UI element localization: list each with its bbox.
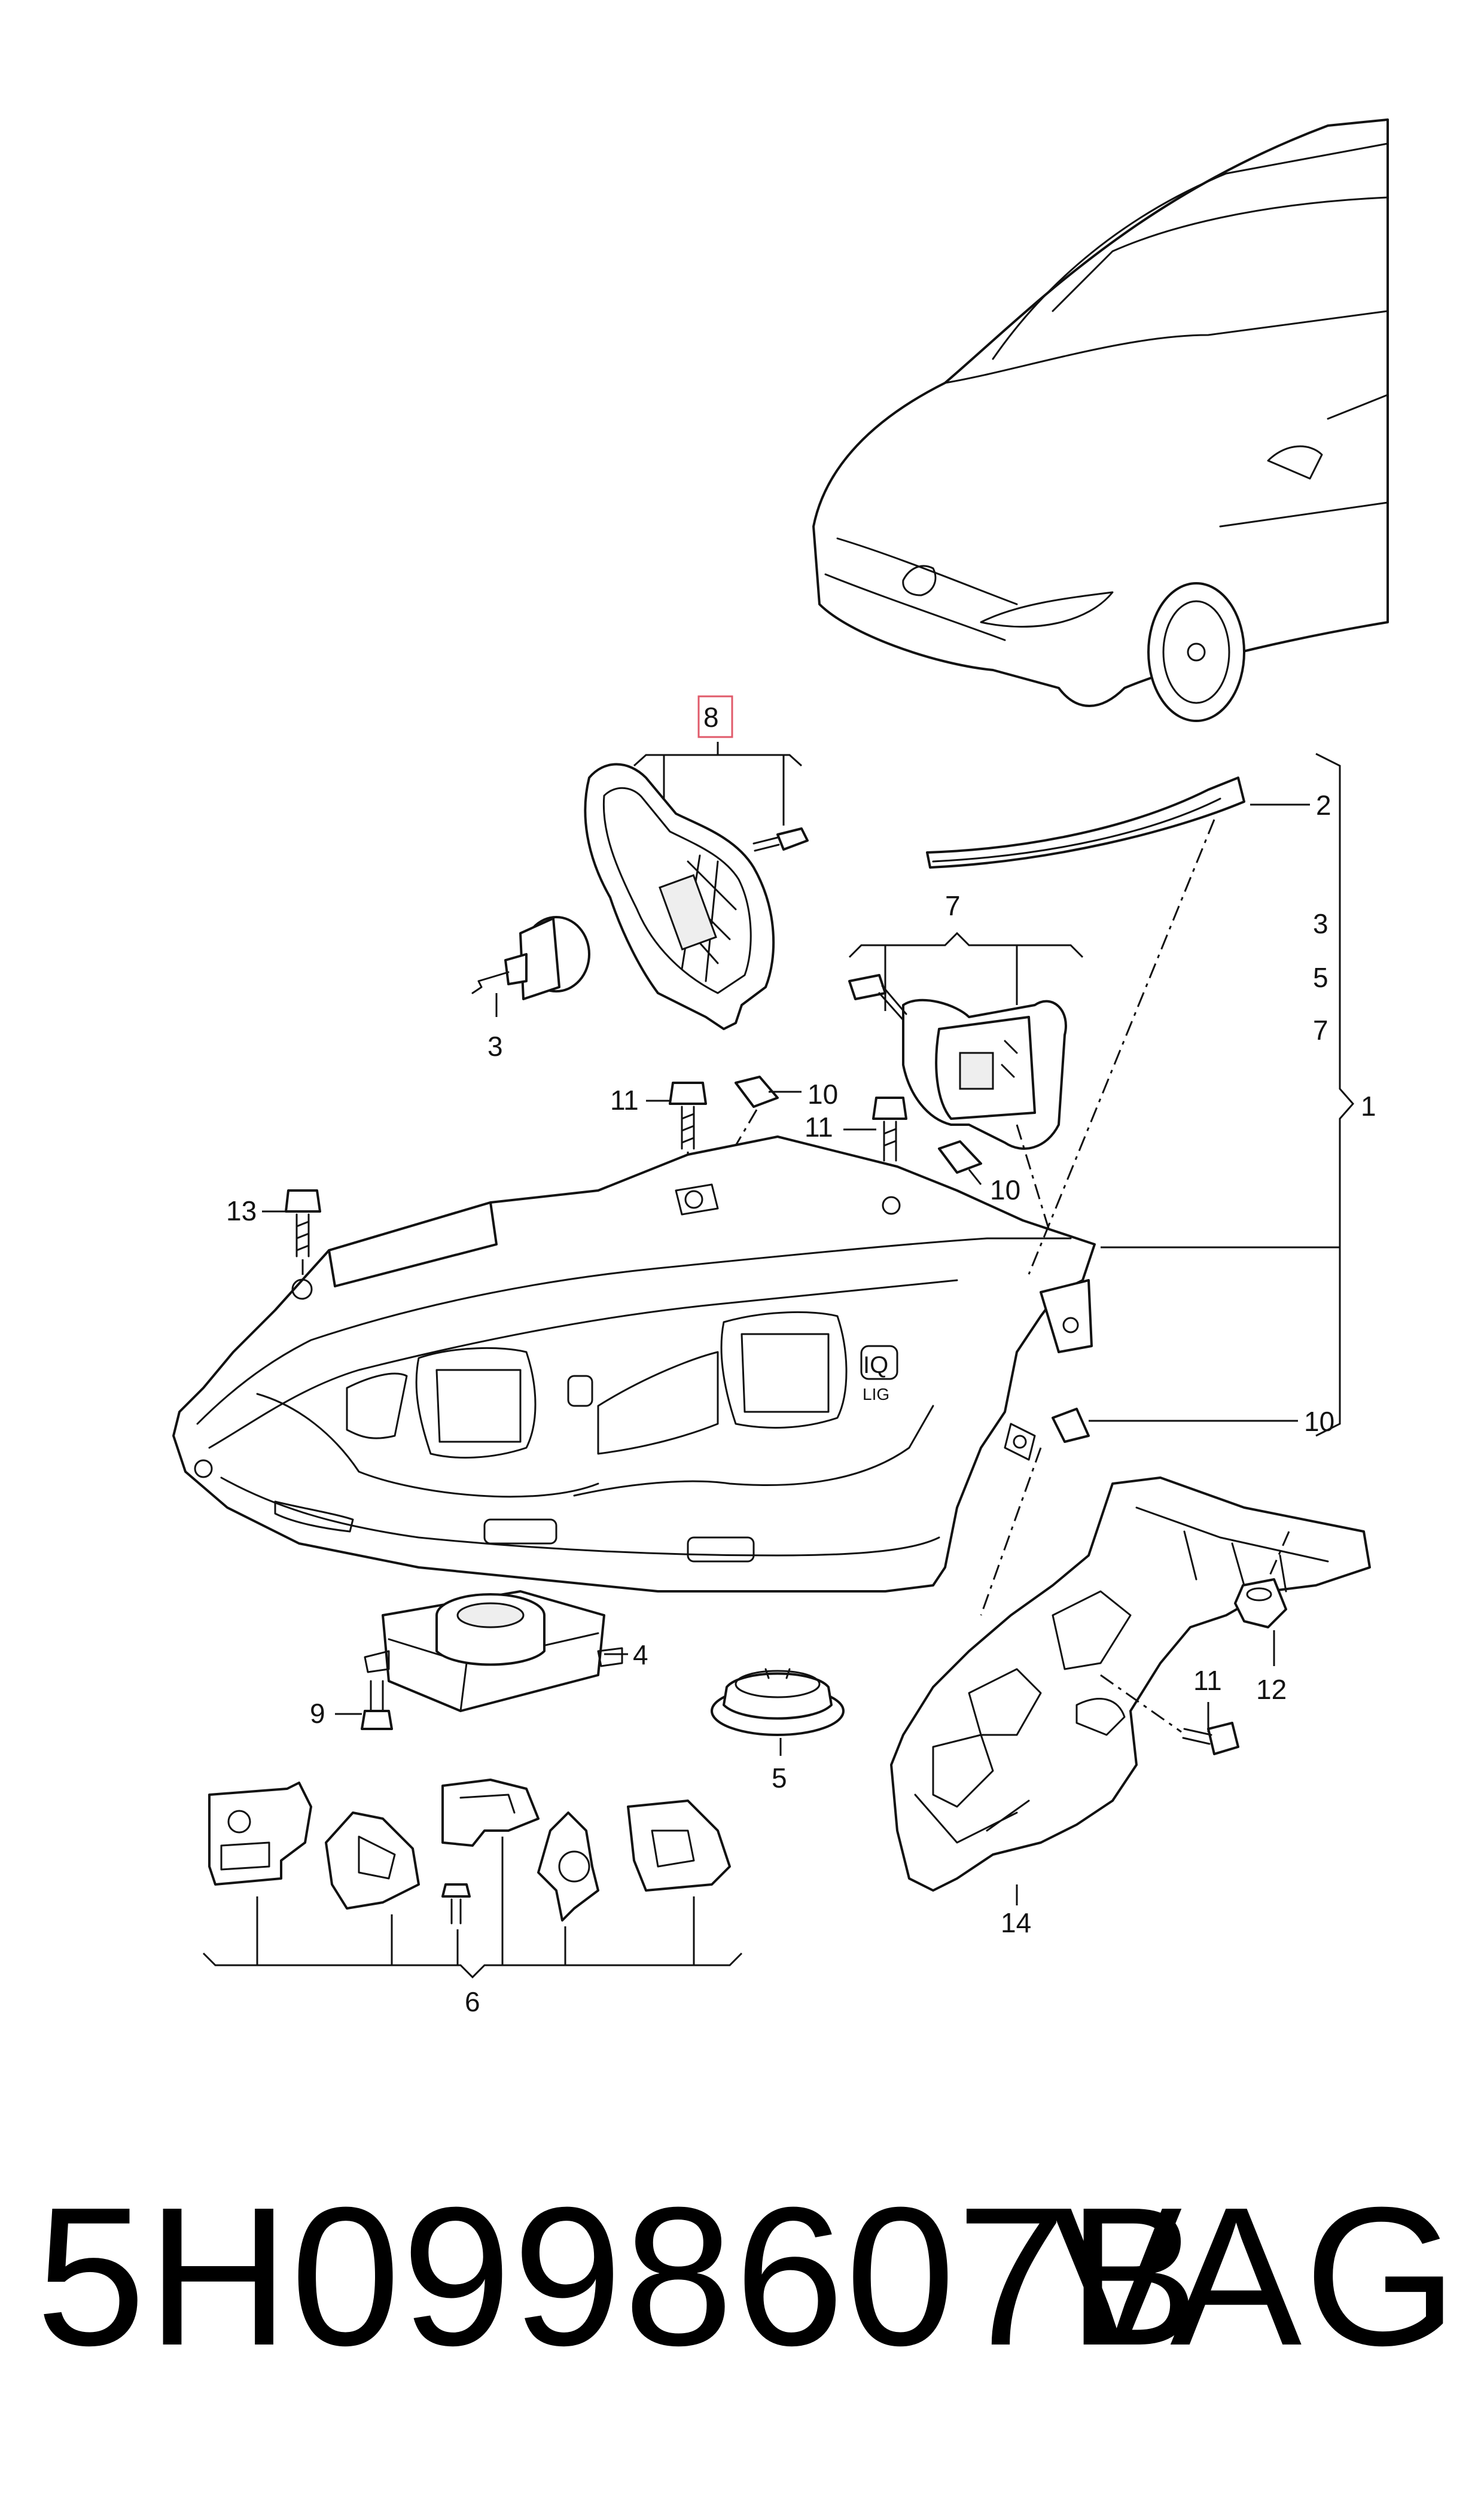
iq-badge-line1: IQ xyxy=(863,1352,888,1378)
highlight-box xyxy=(697,695,733,738)
callout-7-right: 7 xyxy=(1313,1015,1328,1046)
part-4-control-unit: 4 xyxy=(364,1590,648,1712)
part-2-strip: 2 xyxy=(926,777,1331,869)
callout-5-right: 5 xyxy=(1313,962,1328,993)
part-6-bracket-set: 6 xyxy=(202,1779,743,2017)
callout-11-c: 11 xyxy=(1193,1665,1222,1696)
callout-13: 13 xyxy=(226,1195,257,1226)
callout-9: 9 xyxy=(310,1698,325,1729)
part-9-screw: 9 xyxy=(310,1680,393,1730)
part-7-module: 7 xyxy=(848,890,1084,1150)
car-illustration xyxy=(812,118,1389,722)
part-12-nut: 12 xyxy=(1234,1531,1290,1705)
leader-7 xyxy=(1016,1124,1051,1233)
fasteners-top: 11 10 11 10 13 xyxy=(226,1076,1020,1280)
callout-3-left: 3 xyxy=(487,1031,503,1062)
callout-12: 12 xyxy=(1256,1674,1287,1705)
part-5-cap: 5 xyxy=(711,1668,845,1794)
part-8-bracket: 8 xyxy=(584,695,809,1030)
callout-10-a: 10 xyxy=(807,1079,838,1110)
callout-5: 5 xyxy=(772,1762,787,1794)
part-3-adjuster: 3 xyxy=(471,916,590,1062)
part-11-screw-lower: 11 xyxy=(1100,1665,1239,1755)
nut-10-lower: 10 xyxy=(1052,1406,1334,1443)
callout-11-a: 11 xyxy=(610,1085,639,1116)
callout-2: 2 xyxy=(1316,790,1331,821)
brand-label: VAG xyxy=(1050,2166,1460,2386)
callout-3-right: 3 xyxy=(1313,908,1328,939)
part-number: 5H0998607B xyxy=(36,2166,1200,2386)
callout-7: 7 xyxy=(945,890,961,921)
callout-6: 6 xyxy=(465,1986,480,2017)
iq-badge-line2: LIG xyxy=(863,1385,889,1403)
callout-10-b: 10 xyxy=(990,1174,1020,1205)
callout-10-c: 10 xyxy=(1304,1406,1334,1437)
leader-2 xyxy=(1028,819,1215,1275)
callout-4: 4 xyxy=(633,1639,648,1670)
callout-14: 14 xyxy=(1001,1907,1031,1938)
group-bracket-1: 3 5 7 1 xyxy=(1313,753,1376,1437)
callout-8: 8 xyxy=(703,702,719,733)
callout-1: 1 xyxy=(1361,1091,1376,1122)
part-14-bracket: 14 xyxy=(890,1447,1371,1938)
headlight-assembly: IQ LIG xyxy=(172,1135,1096,1593)
callout-11-b: 11 xyxy=(805,1112,833,1143)
